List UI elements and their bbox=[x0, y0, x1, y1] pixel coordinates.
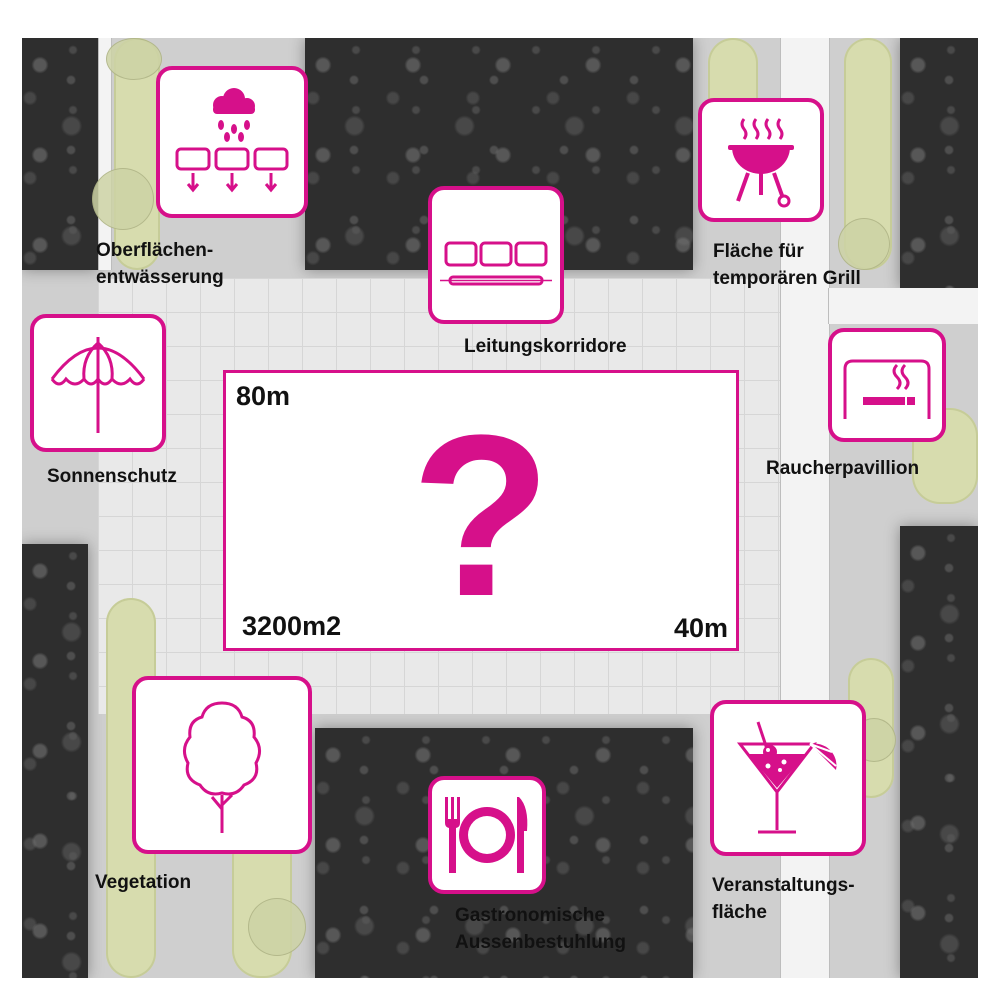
label-line: Oberflächen- bbox=[96, 240, 214, 261]
area-label: 3200m2 bbox=[242, 611, 342, 641]
label-line: Leitungskorridore bbox=[464, 336, 627, 357]
tree-icon bbox=[183, 701, 261, 833]
rain-drainage-icon bbox=[175, 88, 289, 193]
width-label: 40m bbox=[673, 613, 728, 643]
label-grill: Fläche für temporären Grill bbox=[713, 238, 861, 292]
label-line: Raucherpavillion bbox=[766, 458, 920, 479]
smoking-pavilion-icon-box bbox=[828, 328, 946, 442]
central-area-box: 80m ? 3200m2 40m bbox=[223, 370, 739, 651]
label-line: Veranstaltungs- bbox=[712, 875, 855, 896]
building-block-right bbox=[900, 526, 978, 978]
road-top-horizontal bbox=[828, 288, 978, 324]
grill-icon bbox=[728, 118, 794, 208]
label-sonnenschutz: Sonnenschutz bbox=[47, 463, 177, 490]
tree-marker bbox=[248, 898, 306, 956]
label-oberflaechenentwaesserung: Oberflächen- entwässerung bbox=[96, 237, 224, 291]
rain-drainage-icon-box bbox=[156, 66, 308, 218]
grill-icon-box bbox=[698, 98, 824, 222]
label-raucherpavillion: Raucherpavillion bbox=[766, 455, 919, 482]
label-line: temporären Grill bbox=[713, 268, 861, 289]
tree-marker bbox=[838, 218, 890, 270]
label-line: fläche bbox=[712, 902, 767, 923]
label-line: Aussenbestuhlung bbox=[455, 932, 627, 953]
umbrella-icon bbox=[50, 337, 146, 433]
tree-marker bbox=[92, 168, 154, 230]
umbrella-icon-box bbox=[30, 314, 166, 452]
smoking-pavilion-icon bbox=[843, 359, 931, 419]
label-vegetation: Vegetation bbox=[95, 869, 191, 896]
label-line: entwässerung bbox=[96, 267, 224, 288]
label-veranstaltung: Veranstaltungs- fläche bbox=[712, 872, 855, 926]
label-line: Fläche für bbox=[713, 241, 804, 262]
building-block-top-left bbox=[22, 38, 98, 270]
label-line: Sonnenschutz bbox=[47, 466, 177, 487]
building-block-left bbox=[22, 544, 88, 978]
label-gastronomie: Gastronomische Aussenbestuhlung bbox=[455, 902, 626, 956]
tree-icon-box bbox=[132, 676, 312, 854]
utility-corridor-icon bbox=[440, 241, 552, 286]
cocktail-icon bbox=[736, 721, 837, 834]
cocktail-icon-box bbox=[710, 700, 866, 856]
question-mark: ? bbox=[410, 387, 552, 644]
building-block-top-right bbox=[900, 38, 978, 288]
walkway-left bbox=[98, 38, 112, 270]
tree-marker bbox=[106, 38, 162, 80]
utility-corridor-icon-box bbox=[428, 186, 564, 324]
dining-icon bbox=[445, 797, 528, 873]
label-line: Vegetation bbox=[95, 872, 192, 893]
dining-icon-box bbox=[428, 776, 546, 894]
label-leitungskorridore: Leitungskorridore bbox=[464, 333, 627, 360]
label-line: Gastronomische bbox=[455, 905, 605, 926]
length-label: 80m bbox=[236, 381, 291, 411]
